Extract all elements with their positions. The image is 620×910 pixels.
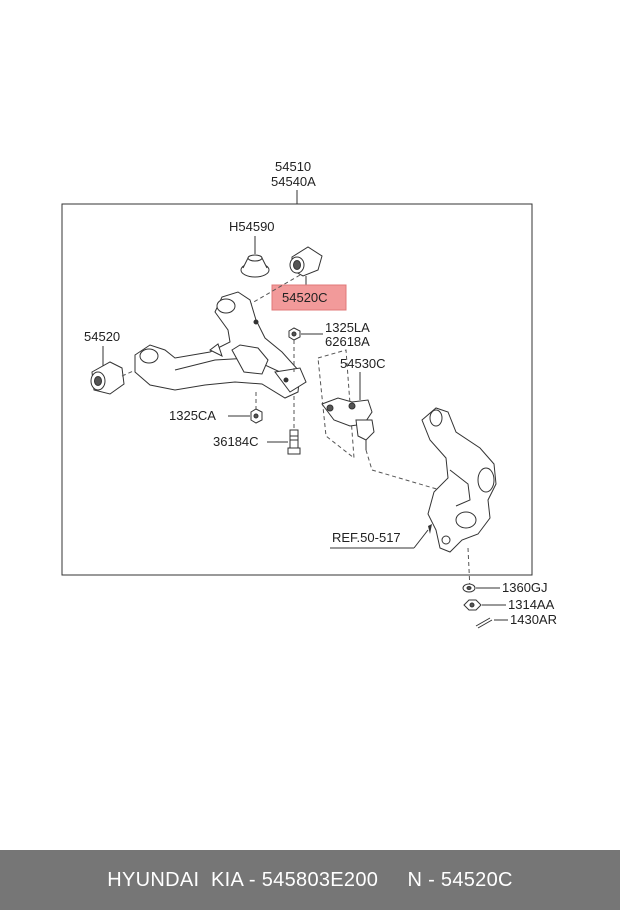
footer-text: HYUNDAI KIA - 545803E200 N - 54520C <box>107 868 513 891</box>
washer-part <box>462 583 476 593</box>
guide-dash-8 <box>467 547 471 591</box>
bushing-upper-part <box>289 246 323 277</box>
ball-joint-dashed-box <box>317 349 355 460</box>
bushing-lower-part <box>90 361 125 395</box>
callout-36184C: 36184C <box>213 434 259 449</box>
callout-1360GJ: 1360GJ <box>502 580 548 595</box>
lower-control-arm <box>134 291 307 399</box>
castle-nut-part <box>463 599 482 611</box>
cap-washer-part <box>240 254 270 278</box>
callout-1430AR: 1430AR <box>510 612 557 627</box>
ball-joint-part <box>321 397 375 450</box>
callout-62618A: 62618A <box>325 334 370 349</box>
arrowhead-ref <box>428 524 432 534</box>
guide-dash-4 <box>365 449 373 471</box>
steering-knuckle-part <box>421 407 497 553</box>
callout-1325LA: 1325LA <box>325 320 370 335</box>
callout-54520-left: 54520 <box>84 329 120 344</box>
nut-lower-part <box>250 408 263 424</box>
callout-54540A: 54540A <box>271 174 316 189</box>
bolt-part <box>287 429 301 455</box>
callout-ref: REF.50-517 <box>332 530 401 545</box>
callout-54510: 54510 <box>275 159 311 174</box>
callout-1325CA: 1325CA <box>169 408 216 423</box>
nut-upper-part <box>288 327 301 341</box>
callout-1314AA: 1314AA <box>508 597 555 612</box>
parts-diagram: 54510 54540A H54590 54520C 54520 <box>61 159 557 629</box>
footer-bar: HYUNDAI KIA - 545803E200 N - 54520C <box>0 850 620 910</box>
cotter-pin-part <box>475 617 493 629</box>
callout-54530C: 54530C <box>340 356 386 371</box>
highlight-box <box>271 284 347 311</box>
callout-H54590: H54590 <box>229 219 275 234</box>
callout-54520C-highlighted: 54520C <box>282 290 328 305</box>
leader-ref-arrow <box>413 529 429 549</box>
guide-dash-5 <box>371 469 441 491</box>
